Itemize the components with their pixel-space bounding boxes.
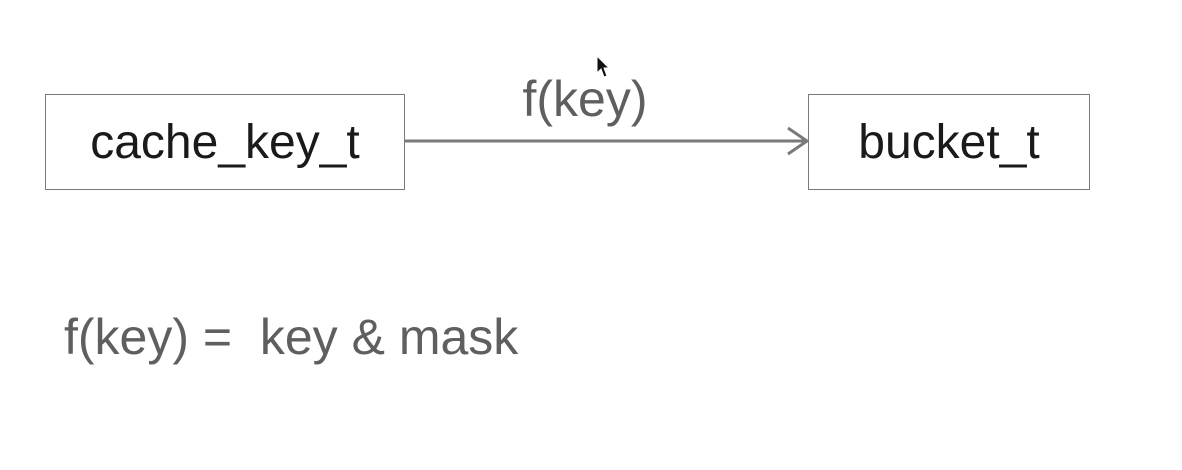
node-bucket-t: bucket_t	[808, 94, 1090, 190]
node-cache-key-t: cache_key_t	[45, 94, 405, 190]
node-label: cache_key_t	[90, 115, 360, 169]
mouse-pointer-icon	[596, 55, 610, 78]
edge-label: f(key)	[522, 71, 648, 127]
edge-arrow	[405, 126, 810, 156]
formula-text: f(key) = key & mask	[64, 309, 519, 365]
node-label: bucket_t	[858, 115, 1040, 169]
arrowhead	[787, 126, 810, 156]
